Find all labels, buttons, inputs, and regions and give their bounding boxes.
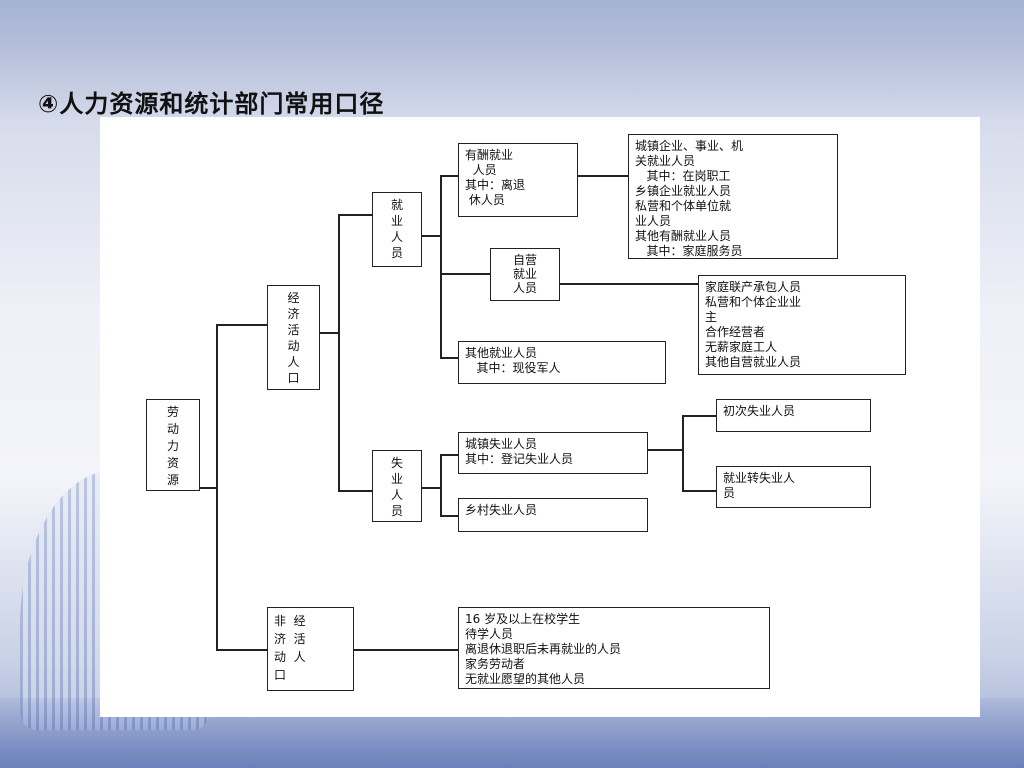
connector-line: [216, 324, 267, 326]
connector-line: [338, 214, 340, 491]
diagram-panel: 劳 动 力 资 源 经 济 活 动 人 口 非 经 济 活 动 人 口 就 业 …: [100, 117, 980, 717]
connector-line: [440, 515, 458, 517]
connector-line: [440, 454, 458, 456]
connector-line: [338, 214, 372, 216]
node-paid-employed: 有酬就业 人员 其中：离退 休人员: [458, 143, 578, 217]
connector-line: [320, 332, 338, 334]
connector-line: [338, 490, 372, 492]
connector-line: [560, 283, 698, 285]
connector-line: [682, 490, 716, 492]
node-not-economically-active: 非 经 济 活 动 人 口: [267, 607, 354, 691]
node-self-employed-detail: 家庭联产承包人员 私营和个体企业业 主 合作经营者 无薪家庭工人 其他自营就业人…: [698, 275, 906, 375]
node-self-employed: 自营 就业 人员: [490, 248, 560, 301]
connector-line: [200, 487, 216, 489]
node-paid-employed-detail: 城镇企业、事业、机 关就业人员 其中：在岗职工 乡镇企业就业人员 私营和个体单位…: [628, 134, 838, 259]
node-urban-unemployed: 城镇失业人员 其中：登记失业人员: [458, 432, 648, 474]
node-unemployed: 失 业 人 员: [372, 450, 422, 522]
connector-line: [422, 487, 440, 489]
connector-line: [440, 357, 458, 359]
node-not-active-detail: 16 岁及以上在校学生 待学人员 离退休退职后未再就业的人员 家务劳动者 无就业…: [458, 607, 770, 689]
slide-title: ④人力资源和统计部门常用口径: [38, 84, 384, 119]
node-employed-to-unemployed: 就业转失业人 员: [716, 466, 871, 508]
node-rural-unemployed: 乡村失业人员: [458, 498, 648, 532]
connector-line: [648, 449, 682, 451]
connector-line: [682, 415, 716, 417]
connector-line: [440, 175, 442, 357]
connector-line: [682, 415, 684, 491]
connector-line: [216, 324, 218, 650]
connector-line: [216, 649, 267, 651]
node-economically-active: 经 济 活 动 人 口: [267, 285, 320, 390]
connector-line: [440, 273, 490, 275]
node-other-employed: 其他就业人员 其中：现役军人: [458, 341, 666, 384]
connector-line: [578, 175, 628, 177]
connector-line: [422, 235, 440, 237]
connector-line: [440, 454, 442, 516]
node-first-time-unemployed: 初次失业人员: [716, 399, 871, 432]
connector-line: [354, 649, 458, 651]
node-employed: 就 业 人 员: [372, 192, 422, 267]
connector-line: [440, 175, 458, 177]
node-labor-resources: 劳 动 力 资 源: [146, 399, 200, 491]
